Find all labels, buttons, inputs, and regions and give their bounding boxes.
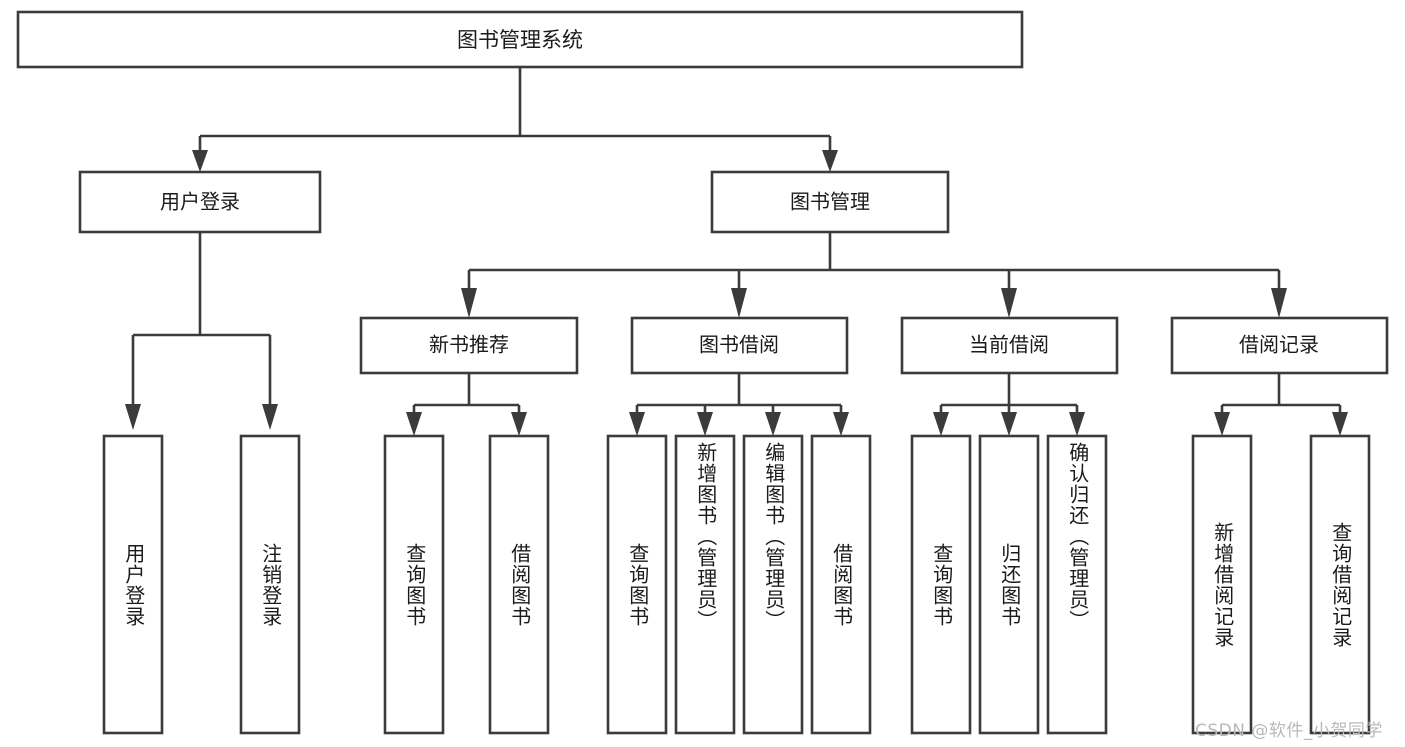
node-leaf-query-book-1-box[interactable] [383,434,445,735]
arrow-head-leaf-borrow-book-1 [511,412,527,436]
node-leaf-query-book-2-box[interactable] [606,434,668,735]
node-new-book-recommend-box[interactable] [359,316,579,375]
node-book-borrow[interactable]: 图书借阅 [630,316,849,375]
node-leaf-borrow-book-2-box[interactable] [810,434,872,735]
arrow-head-leaf-query-book-3 [933,412,949,436]
arrow-head-leaf-query-record [1332,412,1348,436]
arrow-head-leaf-query-book-2 [629,412,645,436]
node-book-manage-box[interactable] [710,170,950,234]
arrow-head-new-book-recommend [461,288,477,318]
arrow-head-current-borrow [1001,288,1017,318]
node-leaf-return-book-box[interactable] [978,434,1040,735]
csdn-watermark: CSDN @软件_小贺同学 [1195,721,1383,741]
node-user-login[interactable]: 用户登录 [78,170,322,234]
arrow-head-leaf-add-record [1214,412,1230,436]
node-borrow-record-box[interactable] [1170,316,1389,375]
arrow-head-leaf-edit-book [765,412,781,436]
arrow-head-leaf-return-book [1001,412,1017,436]
node-user-login-label: 用户登录 [160,190,240,214]
node-current-borrow[interactable]: 当前借阅 [900,316,1119,375]
arrow-head-user-login [192,150,208,172]
node-leaf-add-record-box[interactable] [1191,434,1253,735]
node-root[interactable]: 图书管理系统 [16,10,1024,69]
arrow-head-leaf-logout-login [262,404,278,430]
node-new-book-recommend[interactable]: 新书推荐 [359,316,579,375]
arrow-head-book-borrow [731,288,747,318]
connector-layer [125,67,1348,436]
arrow-head-leaf-query-book-1 [406,412,422,436]
arrow-head-borrow-record [1271,288,1287,318]
node-leaf-query-book-3-box[interactable] [910,434,972,735]
node-new-book-recommend-label: 新书推荐 [429,333,509,357]
node-leaf-confirm-return-box[interactable] [1046,434,1108,735]
node-leaf-add-book-box[interactable] [674,434,736,735]
leaf-box-layer [102,434,1371,735]
node-leaf-query-record-box[interactable] [1309,434,1371,735]
node-book-borrow-label: 图书借阅 [699,333,779,357]
node-leaf-logout-login-box[interactable] [239,434,301,735]
node-leaf-user-login-box[interactable] [102,434,164,735]
node-root-label: 图书管理系统 [457,28,583,52]
arrow-head-book-manage [822,150,838,172]
node-leaf-borrow-book-1-box[interactable] [488,434,550,735]
arrow-head-leaf-confirm-return [1069,412,1085,436]
node-current-borrow-label: 当前借阅 [969,333,1049,357]
node-borrow-record[interactable]: 借阅记录 [1170,316,1389,375]
node-book-manage-label: 图书管理 [790,190,870,214]
node-borrow-record-label: 借阅记录 [1239,333,1319,357]
arrow-head-leaf-add-book [697,412,713,436]
node-book-borrow-box[interactable] [630,316,849,375]
arrow-head-leaf-borrow-book-2 [833,412,849,436]
node-leaf-edit-book-box[interactable] [742,434,804,735]
arrow-head-leaf-user-login [125,404,141,430]
node-book-manage[interactable]: 图书管理 [710,170,950,234]
node-user-login-box[interactable] [78,170,322,234]
node-root-box[interactable] [16,10,1024,69]
node-current-borrow-box[interactable] [900,316,1119,375]
